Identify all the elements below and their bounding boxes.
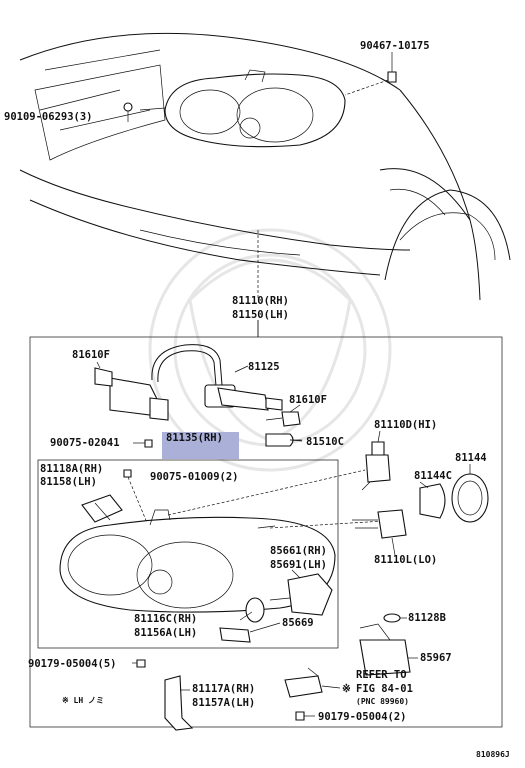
screw-90075-02041	[144, 439, 153, 448]
label-90467-10175: 90467-10175	[360, 40, 430, 52]
label-90075-02041: 90075-02041	[50, 437, 120, 449]
label-90075-01009: 90075-01009(2)	[150, 471, 239, 483]
assembly-outer-box	[29, 336, 503, 728]
label-fig-84-01: FIG 84-01	[356, 683, 413, 695]
bracket-81117a	[164, 675, 194, 731]
label-81118a: 81118A(RH)	[40, 463, 103, 475]
label-81117a: 81117A(RH)	[192, 683, 255, 695]
label-lh-note: ※ LH ノミ	[62, 696, 104, 705]
part-labels: 90467-10175 90109-06293(3) 81110(RH) 811…	[4, 40, 510, 759]
label-90179-05004-5: 90179-05004(5)	[28, 658, 117, 670]
socket-81610f-left	[94, 367, 169, 421]
label-81144: 81144	[455, 452, 487, 464]
label-81156a: 81156A(LH)	[134, 627, 197, 639]
label-90179-05004-2: 90179-05004(2)	[318, 711, 407, 723]
bulb-81110d	[361, 441, 391, 491]
bulb-81510c	[265, 433, 302, 447]
actuator-85661	[269, 573, 333, 616]
ring-81144	[451, 473, 489, 523]
assembly-inner-box	[37, 459, 339, 649]
label-pnc-89960: (PNC 89960)	[356, 697, 409, 706]
label-90109-06293: 90109-06293(3)	[4, 111, 93, 123]
label-81610f-right: 81610F	[289, 394, 327, 406]
label-81150-lh: 81150(LH)	[232, 309, 289, 321]
label-81144c: 81144C	[414, 470, 452, 482]
label-81110d: 81110D(HI)	[374, 419, 437, 431]
label-85661: 85661(RH)	[270, 545, 327, 557]
leader-lines	[96, 52, 471, 717]
headlamp-unit	[59, 469, 401, 613]
module-85967	[359, 623, 411, 676]
car-front-sketch	[19, 32, 511, 301]
connector-85669	[219, 627, 251, 643]
label-81125: 81125	[248, 361, 280, 373]
bulb-81110l	[352, 509, 407, 539]
bulb-81610f-right	[265, 411, 301, 427]
label-85967: 85967	[420, 652, 452, 664]
label-81110l: 81110L(LO)	[374, 554, 437, 566]
screw-90179-a	[136, 659, 146, 668]
label-81110-rh: 81110(RH)	[232, 295, 289, 307]
label-85669: 85669	[282, 617, 314, 629]
ballast-89960	[284, 667, 323, 698]
label-81610f-left: 81610F	[72, 349, 110, 361]
label-81135: 81135(RH)	[166, 432, 223, 444]
socket-harness-81125	[151, 344, 283, 411]
label-81157a: 81157A(LH)	[192, 697, 255, 709]
bracket-81118a	[81, 494, 123, 523]
clip-81128b	[383, 613, 401, 623]
label-refer-to: REFER TO	[356, 669, 407, 681]
cap-81144c	[419, 483, 446, 519]
figure-code: 810896J	[476, 750, 510, 759]
label-81510c: 81510C	[306, 436, 344, 448]
oring-81116c	[245, 597, 265, 623]
label-refer-mark: ※	[342, 683, 351, 695]
label-81158: 81158(LH)	[40, 476, 97, 488]
label-81128b: 81128B	[408, 612, 446, 624]
screw-90179-b	[295, 711, 305, 721]
label-81116c: 81116C(RH)	[134, 613, 197, 625]
highlight-81135	[162, 432, 239, 459]
label-85691: 85691(LH)	[270, 559, 327, 571]
